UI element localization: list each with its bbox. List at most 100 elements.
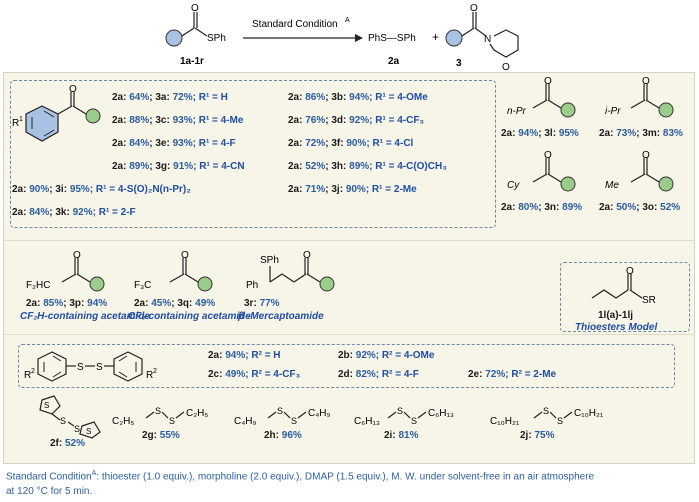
thioester-caption: Thioesters Model bbox=[575, 322, 658, 333]
divider-upper bbox=[3, 240, 695, 241]
aryl-row-2: 2a: 84%; 3e: 93%; R¹ = 4-F bbox=[112, 138, 236, 149]
aryl-thioester-box bbox=[10, 80, 496, 228]
morpholine-oxygen: O bbox=[502, 62, 510, 73]
aryl-row-3-label-b: ; 3g: bbox=[149, 161, 174, 172]
special-row-1: 2a: 45%; 3q: 49% bbox=[134, 298, 215, 309]
amide-oxygen: O bbox=[470, 3, 478, 14]
dialkyl-right-4: C₁₀H₂₁ bbox=[574, 408, 604, 419]
aryl-row-right-2-yield-a: 72% bbox=[305, 138, 326, 149]
aryl-row-right-2-label-a: 2a: bbox=[288, 138, 306, 149]
condition-sup: A bbox=[345, 17, 350, 24]
aryl-row-2-label-b: ; 3e: bbox=[149, 138, 173, 149]
morpholine-ring bbox=[489, 29, 519, 58]
aryl-row-3-yield-a: 89% bbox=[129, 161, 150, 172]
alkyl-row-0-label-b: ; 3l: bbox=[538, 128, 559, 139]
aryl-row-4-yield-b: 95% bbox=[69, 184, 90, 195]
aryl-r1-label: R bbox=[12, 118, 19, 129]
product-disulfide: PhS—SPh bbox=[368, 33, 416, 44]
alkyl-row-2: 2a: 80%; 3n: 89% bbox=[501, 202, 582, 213]
aryl-row-3-yield-b: 91% bbox=[173, 161, 194, 172]
alkyl-row-2-label-b: ; 3n: bbox=[538, 202, 563, 213]
svg-text:S: S bbox=[44, 401, 49, 410]
aryl-row-4-label-a: 2a: bbox=[12, 184, 30, 195]
alkyl-row-3-yield-a: 50% bbox=[616, 202, 637, 213]
special-row-1-yield-b: 49% bbox=[195, 298, 216, 309]
aryl-row-5-label-b: ; 3k: bbox=[49, 207, 73, 218]
dialkyl-left-1: C₂H₅ bbox=[112, 416, 134, 427]
svg-text:S: S bbox=[96, 362, 103, 373]
disulfide-row-mid-1-substituent: ; R² = 4-F bbox=[375, 369, 419, 380]
aryl-row-right-3-yield-b: 89% bbox=[349, 161, 370, 172]
alkyl-structure-2: O Cy bbox=[507, 150, 576, 192]
aryl-row-right-4-yield-b: 90% bbox=[345, 184, 366, 195]
dithienyl-disulfide-structure: S S S S bbox=[39, 395, 101, 439]
diaryl-disulfide-structure: S S R 2 R 2 bbox=[24, 351, 157, 382]
alkyl-row-1: 2a: 73%; 3m: 83% bbox=[599, 128, 683, 139]
plus-sign: + bbox=[432, 30, 439, 44]
svg-text:O: O bbox=[544, 76, 552, 87]
dialkyl-right-1: C₂H₅ bbox=[186, 408, 208, 419]
reactant-label: 1a-1r bbox=[180, 56, 204, 67]
dialkyl-yield-1: 55% bbox=[159, 430, 180, 441]
disulfide-row-0-label-a: 2a: bbox=[208, 350, 226, 361]
aryl-row-right-0-label-b: ; 3b: bbox=[325, 92, 350, 103]
svg-text:2: 2 bbox=[31, 368, 35, 375]
svg-text:S: S bbox=[543, 406, 549, 416]
disulfide-row-right-yield-a: 72% bbox=[485, 369, 506, 380]
aryl-row-0-yield-b: 72% bbox=[172, 92, 193, 103]
svg-text:S: S bbox=[291, 416, 297, 426]
aryl-row-2-label-a: 2a: bbox=[112, 138, 130, 149]
svg-text:S: S bbox=[60, 416, 66, 426]
svg-text:O: O bbox=[303, 250, 311, 261]
svg-text:S: S bbox=[397, 406, 403, 416]
special-row-1-yield-a: 45% bbox=[151, 298, 172, 309]
alkyl-structure-1: Oi-Pr bbox=[605, 76, 674, 118]
aryl-row-4-substituent: ; R¹ = 4-S(O)₂N(n-Pr)₂ bbox=[89, 184, 191, 195]
svg-text:S: S bbox=[277, 406, 283, 416]
aryl-row-5-yield-a: 84% bbox=[29, 207, 50, 218]
aryl-row-right-0-yield-a: 86% bbox=[305, 92, 326, 103]
disulfide-row-right-label-a: 2e: bbox=[468, 369, 486, 380]
dialkyl-label-1: 2g: bbox=[142, 430, 160, 441]
aryl-row-1-yield-a: 88% bbox=[129, 115, 150, 126]
alkyl-group-2: Cy bbox=[507, 180, 520, 191]
special-row-0-label-a: 2a: bbox=[26, 298, 44, 309]
disulfide-row-0-yield-a: 94% bbox=[225, 350, 246, 361]
aryl-row-4-label-b: ; 3i: bbox=[49, 184, 70, 195]
svg-text:S: S bbox=[74, 424, 80, 434]
svg-text:S: S bbox=[86, 427, 91, 436]
disulfide-row-mid-0-substituent: ; R² = 4-OMe bbox=[375, 350, 435, 361]
dialkyl-yield-2: 96% bbox=[281, 430, 302, 441]
aryl-row-right-2-substituent: ; R¹ = 4-Cl bbox=[366, 138, 414, 149]
disulfide-row-1-label-a: 2c: bbox=[208, 369, 226, 380]
aryl-row-right-3-substituent: ; R¹ = 4-C(O)CH₃ bbox=[369, 161, 447, 172]
svg-text:O: O bbox=[544, 150, 552, 161]
aryl-row-right-2: 2a: 72%; 3f: 90%; R¹ = 4-Cl bbox=[288, 138, 413, 149]
aryl-row-1: 2a: 88%; 3c: 93%; R¹ = 4-Me bbox=[112, 115, 243, 126]
disulfide-row-mid-1: 2d: 82%; R² = 4-F bbox=[338, 369, 419, 380]
aryl-row-1-label-b: ; 3c: bbox=[149, 115, 173, 126]
aryl-row-right-3-yield-a: 52% bbox=[305, 161, 326, 172]
aryl-row-right-0: 2a: 86%; 3b: 94%; R¹ = 4-OMe bbox=[288, 92, 428, 103]
dialkyl-right-3: C₆H₁₃ bbox=[428, 408, 454, 419]
special-row-0-yield-b: 94% bbox=[87, 298, 108, 309]
special-caption-1: CF₃-containing acetamide bbox=[128, 311, 251, 322]
aryl-row-0: 2a: 64%; 3a: 72%; R¹ = H bbox=[112, 92, 228, 103]
aryl-row-right-0-label-a: 2a: bbox=[288, 92, 306, 103]
special-caption-2: β -Mercaptoamide bbox=[238, 311, 324, 322]
aryl-row-0-substituent: ; R¹ = H bbox=[192, 92, 228, 103]
aryl-row-1-yield-b: 93% bbox=[172, 115, 193, 126]
aryl-row-2-yield-a: 84% bbox=[129, 138, 150, 149]
aryl-row-right-3-label-a: 2a: bbox=[288, 161, 306, 172]
aryl-row-5: 2a: 84%; 3k: 92%; R¹ = 2-F bbox=[12, 207, 136, 218]
thioester-label: 1l(a)-1lj bbox=[598, 310, 634, 321]
alkyl-structure-0: On-Pr bbox=[507, 76, 576, 118]
alkyl-row-1-label-a: 2a: bbox=[599, 128, 617, 139]
alkyl-group-1: i-Pr bbox=[605, 106, 621, 117]
disulfide-row-0: 2a: 94%; R² = H bbox=[208, 350, 281, 361]
dialkyl-row-1: 2g: 55% bbox=[142, 430, 180, 441]
